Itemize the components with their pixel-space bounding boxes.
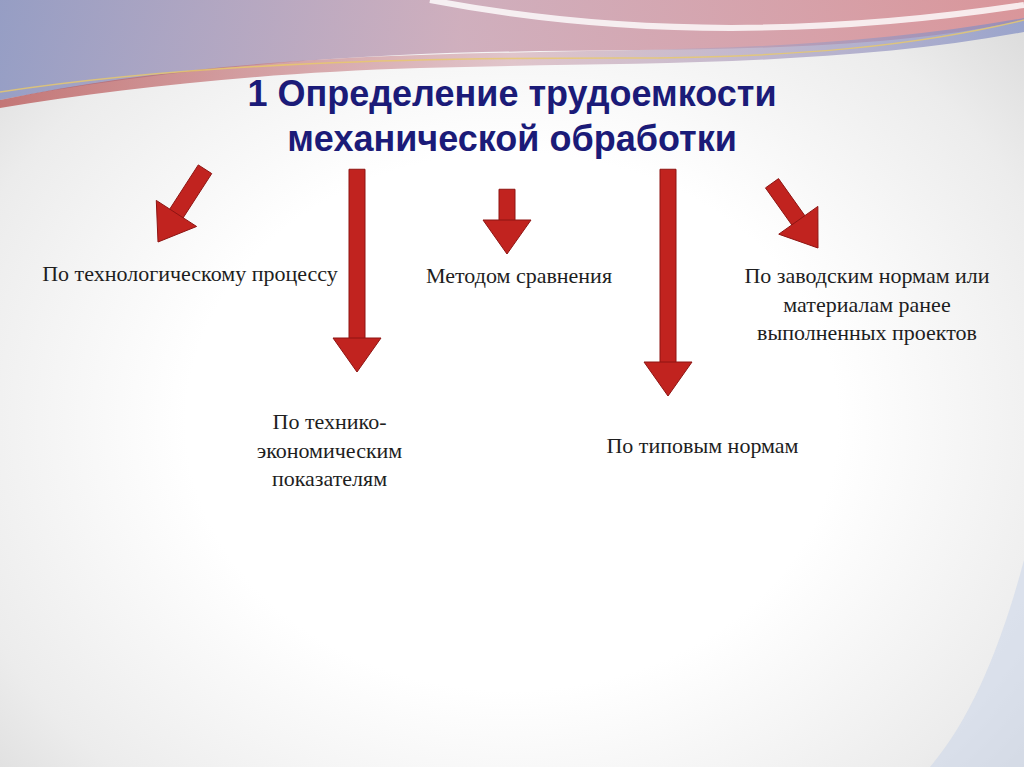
block-arrow bbox=[765, 179, 818, 248]
block-arrow bbox=[644, 169, 692, 396]
arrow-shaft bbox=[499, 189, 515, 222]
arrow-shaft bbox=[660, 169, 676, 364]
arrow-head bbox=[644, 362, 692, 396]
node-text: По технико-экономическим показателям bbox=[222, 408, 437, 494]
node-text: По заводским нормам или материалам ранее… bbox=[742, 262, 992, 348]
arrow-head bbox=[156, 200, 196, 242]
node-text: По типовым нормам bbox=[560, 432, 845, 461]
node-text: Методом сравнения bbox=[388, 262, 650, 291]
method-label: По технико-экономическим показателям bbox=[222, 408, 437, 494]
node-text: По технологическому процессу bbox=[40, 260, 340, 289]
arrow-head bbox=[779, 206, 818, 248]
block-arrow bbox=[483, 189, 531, 254]
arrow-head bbox=[483, 220, 531, 254]
block-arrow bbox=[156, 165, 211, 242]
top-swoosh bbox=[430, 0, 1024, 28]
method-label: Методом сравнения bbox=[388, 262, 650, 291]
node-text: 1 Определение трудоемкости механической … bbox=[162, 72, 862, 161]
arrow-shaft bbox=[169, 165, 212, 220]
method-label: По типовым нормам bbox=[560, 432, 845, 461]
arrow-head bbox=[333, 338, 381, 372]
method-label: По технологическому процессу bbox=[40, 260, 340, 289]
arrow-shaft bbox=[349, 169, 365, 340]
corner-swoosh bbox=[930, 560, 1024, 767]
title-heading: 1 Определение трудоемкости механической … bbox=[162, 72, 862, 161]
method-label: По заводским нормам или материалам ранее… bbox=[742, 262, 992, 348]
block-arrow bbox=[333, 169, 381, 372]
